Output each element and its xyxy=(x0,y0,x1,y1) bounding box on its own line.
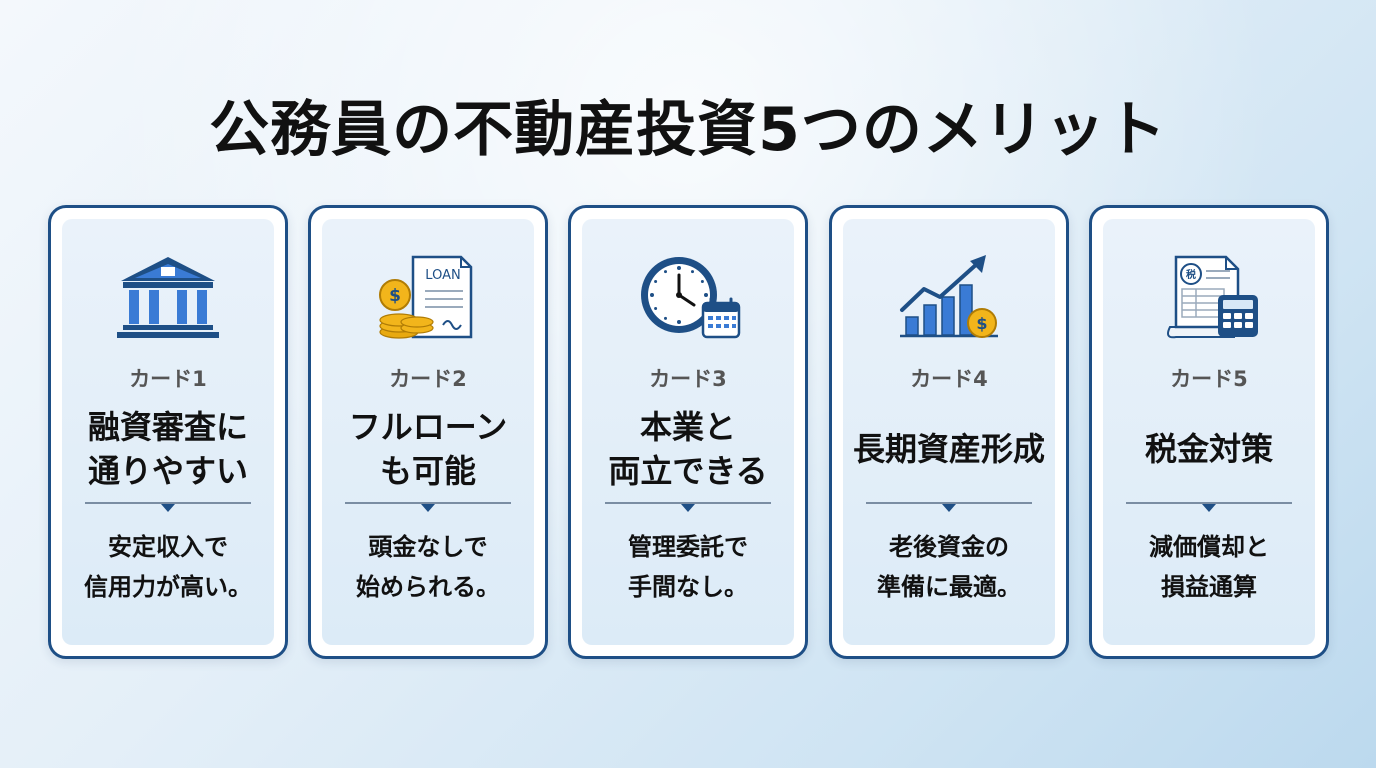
card-label: カード3 xyxy=(649,367,727,391)
card-heading-line: 通りやすい xyxy=(87,452,248,490)
divider-arrow-icon xyxy=(681,504,695,512)
card-heading: 長期資産形成 xyxy=(843,399,1055,499)
card-heading-line: も可能 xyxy=(379,452,476,490)
divider xyxy=(345,502,511,504)
card-description: 頭金なしで 始められる。 xyxy=(322,527,534,607)
loan-text: LOAN xyxy=(425,268,460,283)
clock-calendar-icon xyxy=(633,255,743,339)
card-heading-line: 長期資産形成 xyxy=(852,430,1045,468)
svg-text:$: $ xyxy=(976,314,987,333)
card-description-line: 信用力が高い。 xyxy=(84,573,252,601)
card-heading-line: フルローン xyxy=(348,408,508,446)
bank-icon xyxy=(113,255,223,339)
card-description-line: 安定収入で xyxy=(108,533,228,561)
card-description-line: 始められる。 xyxy=(356,573,500,601)
merit-card-1: カード1 融資審査に 通りやすい 安定収入で 信用力が高い。 xyxy=(48,205,288,659)
card-label: カード1 xyxy=(129,367,207,391)
loan-document-coins-icon: LOAN $ xyxy=(373,255,483,339)
merit-card-4: $ カード4 長期資産形成 老後資金の 準備に最適。 xyxy=(829,205,1069,659)
card-description-line: 手間なし。 xyxy=(628,573,748,601)
card-description-line: 管理委託で xyxy=(628,533,748,561)
card-label: カード5 xyxy=(1170,367,1248,391)
card-description: 安定収入で 信用力が高い。 xyxy=(62,527,274,607)
merit-card-3: カード3 本業と 両立できる 管理委託で 手間なし。 xyxy=(568,205,808,659)
card-heading: フルローン も可能 xyxy=(322,399,534,499)
card-description: 老後資金の 準備に最適。 xyxy=(843,527,1055,607)
card-description-line: 老後資金の xyxy=(889,533,1009,561)
card-description: 管理委託で 手間なし。 xyxy=(582,527,794,607)
divider xyxy=(1126,502,1292,504)
card-description-line: 頭金なしで xyxy=(368,533,488,561)
tax-document-calculator-icon: 税 xyxy=(1154,255,1264,339)
card-heading-line: 税金対策 xyxy=(1144,430,1273,468)
divider xyxy=(85,502,251,504)
card-heading-line: 本業と xyxy=(639,408,736,446)
card-label: カード2 xyxy=(389,367,467,391)
svg-text:$: $ xyxy=(389,286,401,306)
card-inner: カード3 本業と 両立できる 管理委託で 手間なし。 xyxy=(582,219,794,645)
card-description-line: 減価償却と xyxy=(1149,533,1269,561)
merit-card-5: 税 カード5 税金対策 減価償却と 損益 xyxy=(1089,205,1329,659)
divider-arrow-icon xyxy=(161,504,175,512)
card-heading-line: 両立できる xyxy=(608,452,768,490)
divider-arrow-icon xyxy=(1202,504,1216,512)
divider-arrow-icon xyxy=(942,504,956,512)
card-inner: 税 カード5 税金対策 減価償却と 損益 xyxy=(1103,219,1315,645)
divider-arrow-icon xyxy=(421,504,435,512)
card-description-line: 損益通算 xyxy=(1161,573,1257,601)
card-inner: $ カード4 長期資産形成 老後資金の 準備に最適。 xyxy=(843,219,1055,645)
divider xyxy=(866,502,1032,504)
merit-card-2: LOAN $ カード2 フルローン も可能 頭金なしで 始められる。 xyxy=(308,205,548,659)
page-title: 公務員の不動産投資5つのメリット xyxy=(209,95,1167,165)
card-label: カード4 xyxy=(910,367,988,391)
growth-chart-icon: $ xyxy=(894,255,1004,339)
tax-text: 税 xyxy=(1186,268,1196,281)
card-inner: カード1 融資審査に 通りやすい 安定収入で 信用力が高い。 xyxy=(62,219,274,645)
card-heading: 税金対策 xyxy=(1103,399,1315,499)
card-heading: 本業と 両立できる xyxy=(582,399,794,499)
card-inner: LOAN $ カード2 フルローン も可能 頭金なしで 始められる。 xyxy=(322,219,534,645)
card-description: 減価償却と 損益通算 xyxy=(1103,527,1315,607)
divider xyxy=(605,502,771,504)
card-heading-line: 融資審査に xyxy=(87,408,248,446)
card-heading: 融資審査に 通りやすい xyxy=(62,399,274,499)
card-description-line: 準備に最適。 xyxy=(877,573,1021,601)
